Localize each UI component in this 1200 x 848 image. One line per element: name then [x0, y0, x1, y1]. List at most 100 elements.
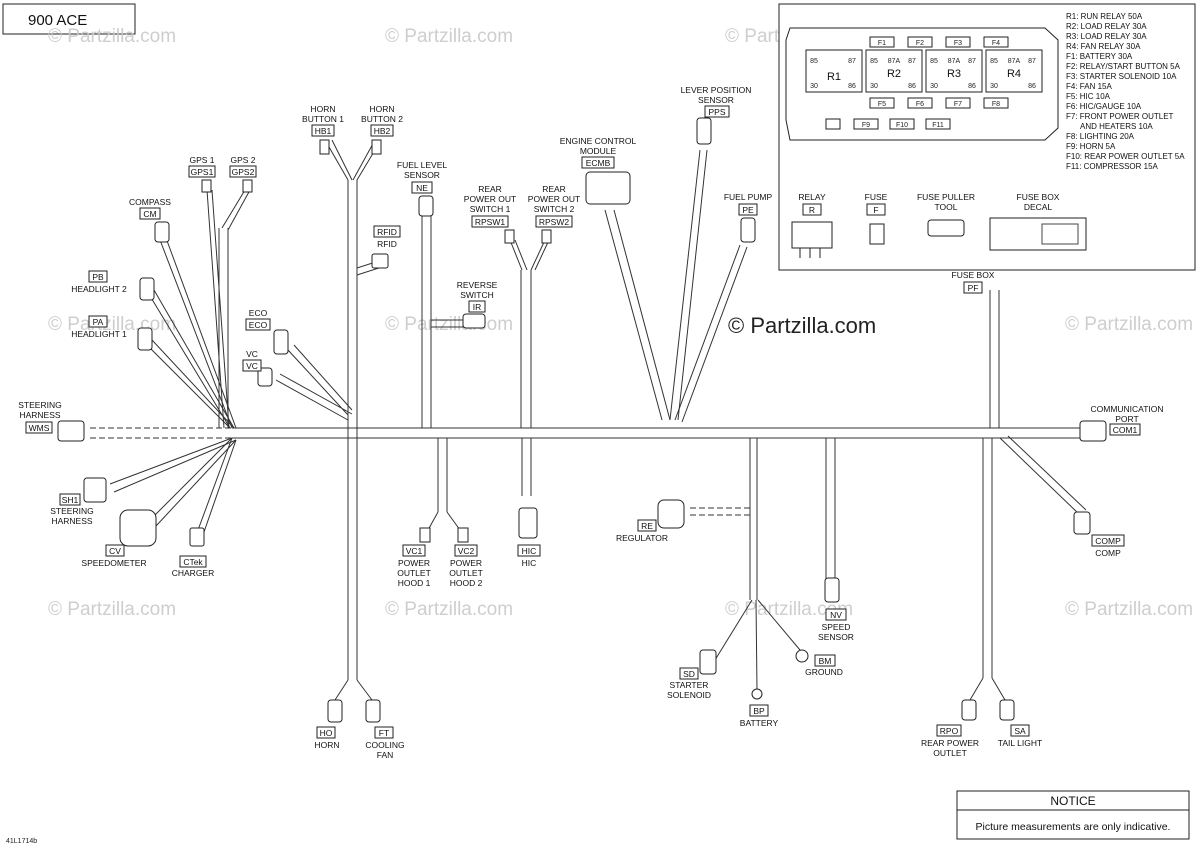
fuse-puller-icon	[927, 219, 965, 237]
wms-code: WMS	[29, 423, 50, 433]
ft-code: FT	[379, 728, 389, 738]
nv-label: SPEED	[822, 622, 851, 632]
legend-item: R4: FAN RELAY 30A	[1066, 42, 1141, 51]
watermark: © Partzilla.com	[48, 599, 176, 620]
connector-ecmb-icon	[585, 171, 631, 205]
connector-ir-icon	[462, 313, 486, 329]
connector-rpo-icon	[961, 699, 977, 721]
vc-code: VC	[246, 361, 258, 371]
watermark: © Partzilla.com	[385, 26, 513, 47]
connector-vc-icon	[257, 367, 273, 387]
ne-label: SENSOR	[404, 170, 440, 180]
legend-item: R1: RUN RELAY 50A	[1066, 12, 1143, 21]
hb2-label: HORN	[369, 104, 394, 114]
fuse-icon	[869, 223, 885, 245]
gps1-code: GPS1	[191, 167, 214, 177]
connector-cm-icon	[154, 221, 170, 243]
vc1-label: POWER	[398, 558, 430, 568]
hb2-code: HB2	[374, 126, 391, 136]
fuse-f11: F11	[932, 122, 944, 129]
ft-label: COOLING	[365, 740, 404, 750]
connector-sd-icon	[699, 649, 717, 675]
pps-label: SENSOR	[698, 95, 734, 105]
ecmb-label: ENGINE CONTROL	[560, 136, 637, 146]
fuse-box-panel: R1 R2 R3 R4 85 87 30 86 85 87A 87 30 86 …	[778, 3, 1196, 271]
comp-label: COMP	[1095, 548, 1121, 558]
connector-ne-icon	[418, 195, 434, 217]
fuse-legend: R1: RUN RELAY 50A R2: LOAD RELAY 30A R3:…	[1066, 12, 1185, 171]
relay-icon	[791, 221, 833, 249]
bp-code: BP	[753, 706, 765, 716]
connector-re-icon	[657, 499, 685, 529]
sd-label: SOLENOID	[667, 690, 711, 700]
connector-gps1-icon	[201, 179, 212, 193]
fuse-box-parts: RELAY R FUSE F FUSE PULLER TOOL FUSE BOX…	[791, 192, 1087, 258]
fuse-box-decal-label: FUSE BOX	[1017, 192, 1060, 202]
rpo-label: OUTLET	[933, 748, 967, 758]
legend-item: F2: RELAY/START BUTTON 5A	[1066, 62, 1181, 71]
cm-label: COMPASS	[129, 197, 171, 207]
notice-text: Picture measurements are only indicative…	[976, 821, 1171, 833]
relay-r2: R2	[887, 68, 901, 80]
figure-reference: 41L1714b	[6, 838, 37, 845]
connector-wms-icon	[57, 420, 85, 442]
legend-item: R3: LOAD RELAY 30A	[1066, 32, 1147, 41]
pin-label: 87A	[888, 58, 901, 65]
pin-label: 87	[968, 58, 976, 65]
fuse-f8: F8	[992, 101, 1000, 108]
sd-code: SD	[683, 669, 695, 679]
fuse-box-decal-icon	[989, 217, 1087, 251]
hb1-label: BUTTON 1	[302, 114, 344, 124]
connector-pps-icon	[696, 117, 712, 145]
vc2-label: POWER	[450, 558, 482, 568]
pin-label: 86	[908, 83, 916, 90]
rfid-label: RFID	[377, 239, 397, 249]
connector-ho-icon	[327, 699, 343, 723]
ir-label: SWITCH	[460, 290, 494, 300]
pb-label: HEADLIGHT 2	[71, 284, 127, 294]
connector-ft-icon	[365, 699, 381, 723]
notice-box: NOTICE Picture measurements are only ind…	[956, 790, 1190, 840]
pa-label: HEADLIGHT 1	[71, 329, 127, 339]
gps2-label: GPS 2	[230, 155, 255, 165]
vc2-label: HOOD 2	[450, 578, 483, 588]
ho-code: HO	[320, 728, 333, 738]
relay-r1: R1	[827, 71, 841, 83]
pin-label: 85	[990, 58, 998, 65]
hic-label: HIC	[522, 558, 537, 568]
legend-item: F5: HIC 10A	[1066, 92, 1111, 101]
watermark: © Partzilla.com	[48, 26, 176, 47]
ne-code: NE	[416, 183, 428, 193]
fuse-f6: F6	[916, 101, 924, 108]
legend-item: F3: STARTER SOLENOID 10A	[1066, 72, 1177, 81]
connector-vc1-icon	[419, 527, 431, 543]
connector-com1-icon	[1079, 420, 1107, 442]
legend-item: R2: LOAD RELAY 30A	[1066, 22, 1147, 31]
pin-label: 30	[990, 83, 998, 90]
rpo-label: REAR POWER	[921, 738, 979, 748]
fuse-f2: F2	[916, 40, 924, 47]
eco-code: ECO	[249, 320, 268, 330]
fuse-f5: F5	[878, 101, 886, 108]
rpo-code: RPO	[940, 726, 959, 736]
watermark: © Partzilla.com	[1065, 314, 1193, 335]
connector-hic-icon	[518, 507, 538, 539]
connector-labels: HORN BUTTON 1 HB1 HORN BUTTON 2 HB2 GPS …	[18, 85, 1163, 760]
vc1-label: OUTLET	[397, 568, 431, 578]
legend-item: F6: HIC/GAUGE 10A	[1066, 102, 1142, 111]
relay-r4: R4	[1007, 68, 1021, 80]
connector-pb-icon	[139, 277, 155, 301]
rpsw2-label: SWITCH 2	[534, 204, 575, 214]
legend-item: F10: REAR POWER OUTLET 5A	[1066, 152, 1185, 161]
connector-sa-icon	[999, 699, 1015, 721]
com1-label: PORT	[1115, 414, 1138, 424]
connector-ctek-icon	[189, 527, 205, 547]
com1-code: COM1	[1113, 425, 1138, 435]
pps-label: LEVER POSITION	[681, 85, 752, 95]
connector-vc2-icon	[457, 527, 469, 543]
watermark: © Partzilla.com	[385, 599, 513, 620]
connector-glyphs	[57, 117, 1107, 723]
vc-label: VC	[246, 349, 258, 359]
cm-code: CM	[143, 209, 156, 219]
